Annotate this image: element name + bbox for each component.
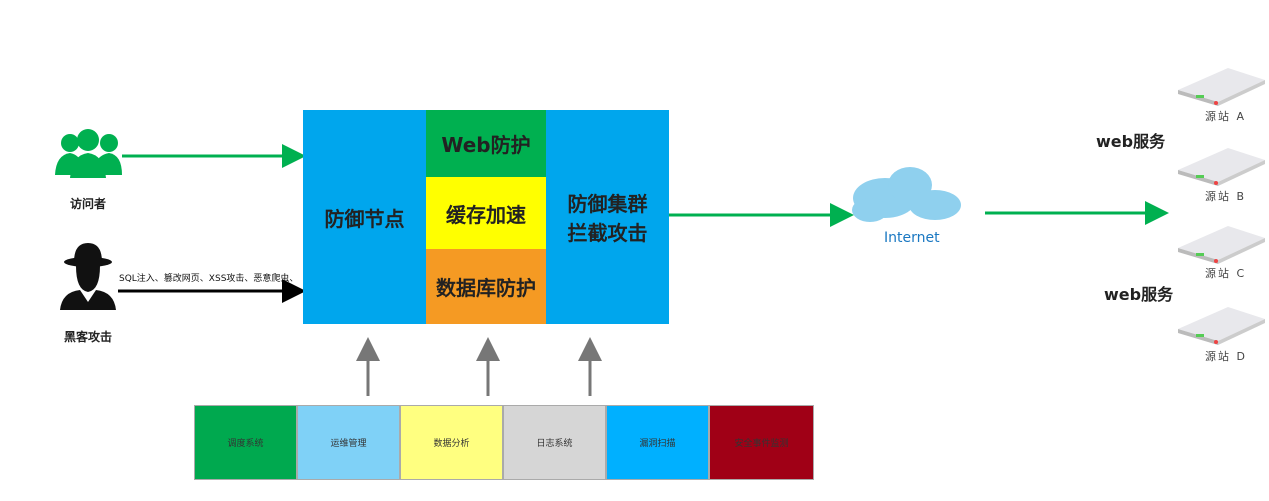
- system-data-analysis: 数据分析: [400, 405, 503, 480]
- server-icons: [1178, 68, 1265, 345]
- cluster-line-2: 拦截攻击: [567, 221, 648, 245]
- system-logging: 日志系统: [503, 405, 606, 480]
- system-ops-management: 运维管理: [297, 405, 400, 480]
- web-service-label-1: web服务: [1096, 132, 1166, 151]
- cluster-line-1: 防御集群: [567, 192, 648, 216]
- server-label-c: 源站 C: [1205, 267, 1247, 280]
- system-scheduling: 调度系统: [194, 405, 297, 480]
- defense-node: 防御节点: [303, 110, 426, 324]
- internet-label: Internet: [884, 230, 940, 246]
- server-label-b: 源站 B: [1205, 190, 1247, 203]
- web-service-label-2: web服务: [1104, 285, 1174, 304]
- system-security-monitoring: 安全事件监测: [709, 405, 814, 480]
- hacker-icon: [60, 243, 116, 310]
- hacker-label: 黑客攻击: [64, 330, 113, 344]
- server-label-d: 源站 D: [1205, 350, 1247, 363]
- attack-types-label: SQL注入、篡改网页、XSS攻击、恶意爬虫、: [119, 274, 299, 284]
- cache-acceleration-block: 缓存加速: [426, 177, 546, 249]
- visitor-icon: [55, 129, 122, 178]
- server-label-a: 源站 A: [1205, 110, 1247, 123]
- visitor-label: 访问者: [70, 197, 107, 211]
- cloud-icon: [852, 167, 961, 222]
- defense-cluster: 防御集群 拦截攻击: [546, 110, 669, 324]
- web-protection-block: Web防护: [426, 110, 546, 177]
- database-protection-block: 数据库防护: [426, 249, 546, 324]
- system-vuln-scan: 漏洞扫描: [606, 405, 709, 480]
